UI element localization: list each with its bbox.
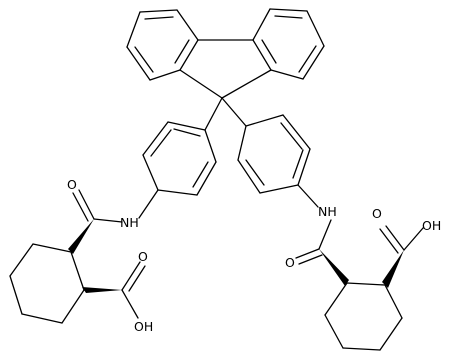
left-phenylene-ring: [142, 97, 223, 196]
atom-label-oh-right: OH: [422, 218, 441, 233]
right-stereo-wedge-acid: [382, 250, 404, 288]
left-acid-carbonyl-double-bond: [121, 261, 146, 292]
fluorene-right-benzene-ring: [252, 8, 325, 80]
left-stereo-wedge-amide: [68, 219, 94, 254]
fluorene-left-benzene-ring: [126, 9, 199, 81]
atom-label-o-acid-right: O: [372, 206, 382, 221]
right-phenylene-ring: [221, 97, 311, 194]
bond-right-acid-to-oh: [403, 227, 424, 251]
atom-label-nh-right: NH: [318, 204, 337, 219]
atom-label-oh-left: OH: [134, 319, 153, 334]
atom-label-o-acid-left: O: [138, 249, 148, 264]
left-carbonyl-double-bond: [72, 189, 95, 222]
atom-label-o-amide-left: O: [67, 177, 77, 192]
right-carbonyl-double-bond: [295, 248, 323, 265]
fluorene-five-membered-ring: [179, 39, 272, 99]
bond-left-aryl-to-nh: [138, 189, 159, 219]
left-stereo-wedge-acid: [82, 287, 122, 293]
atom-label-nh-left: NH: [120, 215, 139, 230]
atom-label-o-amide-right: O: [285, 255, 295, 270]
bond-nh-to-left-carbonyl: [93, 218, 123, 223]
bond-right-aryl-to-nh: [297, 184, 319, 208]
right-acid-carbonyl-double-bond: [379, 225, 405, 254]
right-stereo-wedge-amide: [319, 249, 349, 286]
right-cyclohexane-ring: [324, 282, 403, 351]
bond-left-acid-to-oh: [121, 289, 139, 319]
left-cyclohexane-ring: [9, 243, 85, 324]
bond-right-carbonyl-to-nh: [318, 219, 332, 250]
